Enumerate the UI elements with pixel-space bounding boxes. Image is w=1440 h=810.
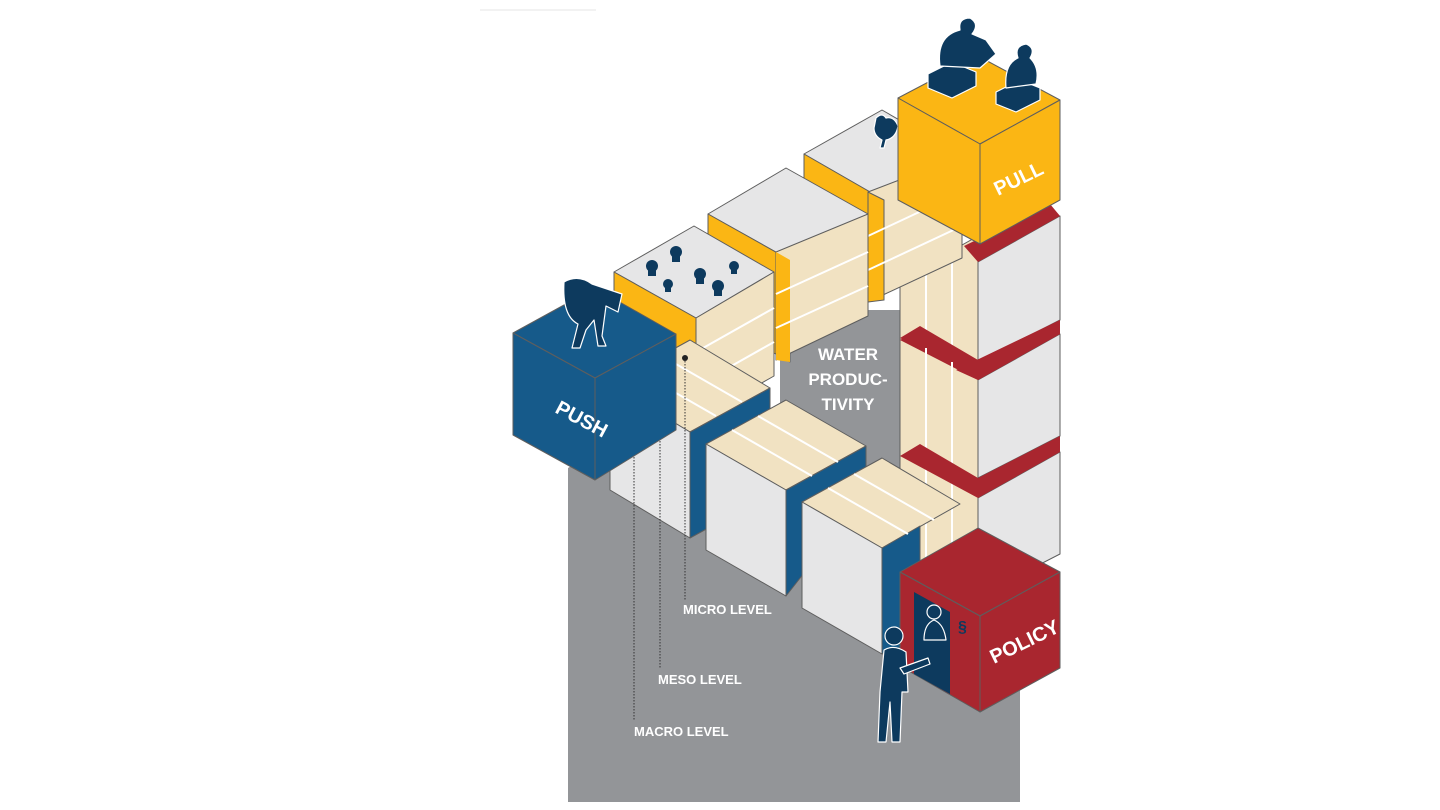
official-at-counter-icon [923,604,947,641]
pull-block: PULL [897,17,1061,245]
center-label-line-3: TIVITY [822,395,876,414]
seated-people-icon [927,17,1041,113]
push-block: PUSH [512,277,677,481]
bottom-row [609,339,961,655]
right-column [899,204,1061,601]
policy-block: § POLICY [899,527,1064,713]
farmer-bending-icon [563,277,623,349]
micro-level-label: MICRO LEVEL [683,602,772,617]
macro-level-label: MACRO LEVEL [634,724,729,739]
policy-door [914,592,950,694]
center-label-line-2: PRODUC- [808,370,887,389]
meso-level-label: MESO LEVEL [658,672,742,687]
standing-person-icon [877,626,931,743]
palm-trees-icon [646,246,739,296]
section-symbol: § [958,619,967,636]
center-label: WATER PRODUC- TIVITY [808,345,887,414]
center-label-line-1: WATER [818,345,878,364]
